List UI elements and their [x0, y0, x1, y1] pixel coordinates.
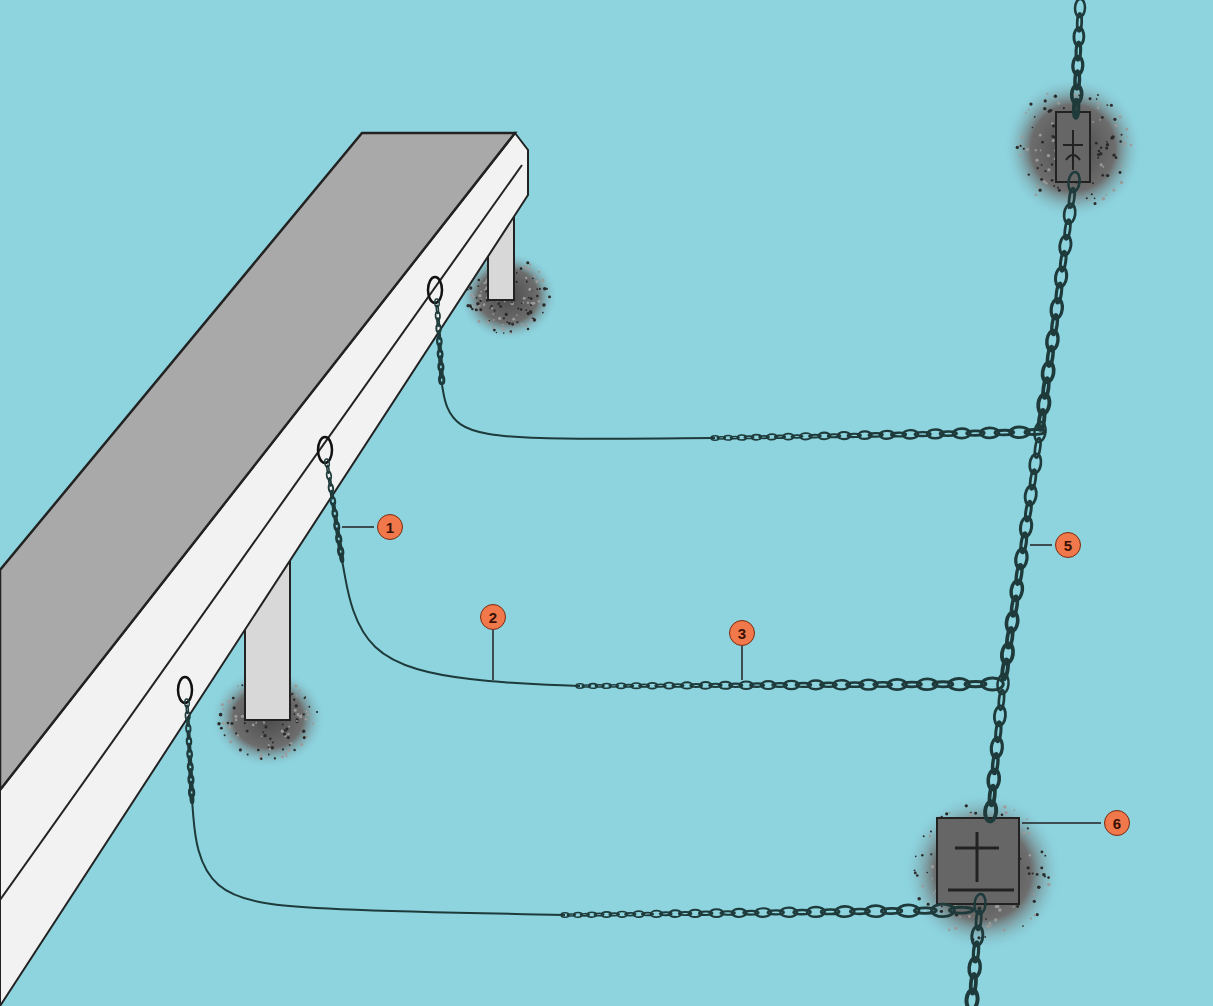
- pier-side: [0, 133, 528, 1006]
- mooring-chains: [178, 0, 1085, 1006]
- anchor-block: [937, 818, 1019, 904]
- pier-deck: [0, 133, 515, 790]
- callout-number: 3: [729, 620, 755, 646]
- leader-lines: [342, 527, 1101, 823]
- callout-number: 5: [1055, 532, 1081, 558]
- callout-number: 2: [480, 604, 506, 630]
- callout-number: 6: [1104, 810, 1130, 836]
- callout-number: 1: [377, 514, 403, 540]
